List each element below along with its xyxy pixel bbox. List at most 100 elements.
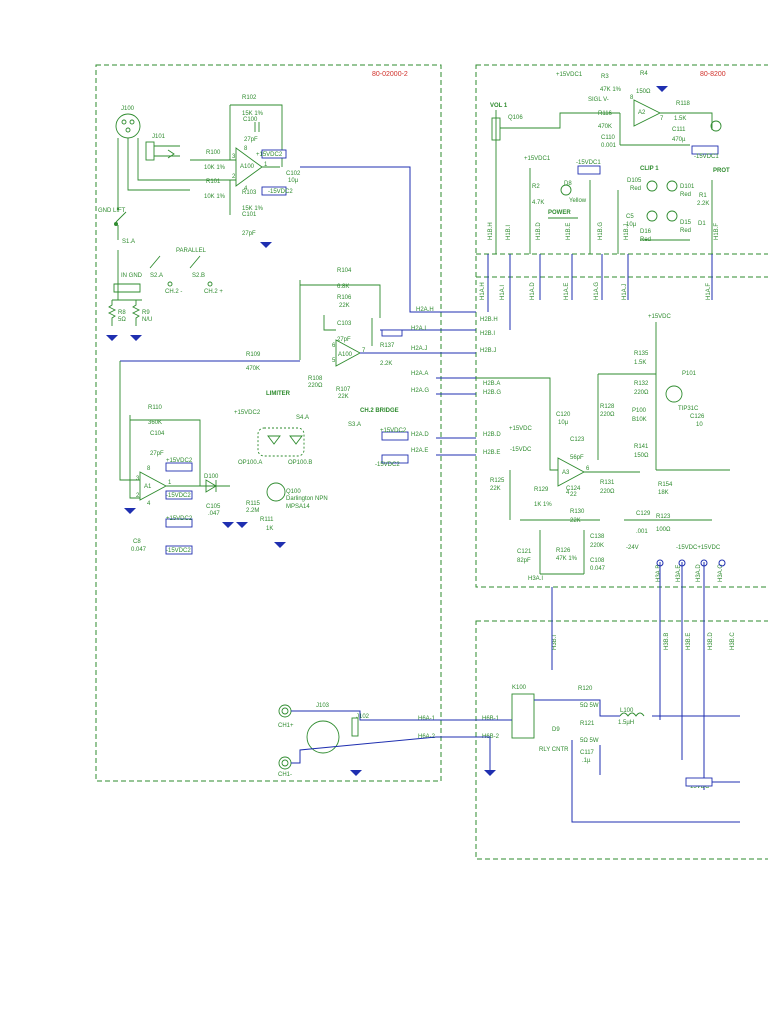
svg-text:H3B.C: H3B.C xyxy=(730,632,736,650)
resistor-r118: R118 1.5K xyxy=(674,101,691,122)
svg-text:5Ω: 5Ω xyxy=(118,317,126,323)
svg-text:R141: R141 xyxy=(634,444,649,450)
svg-text:R3: R3 xyxy=(601,74,609,80)
jack-j102: J102 xyxy=(351,714,370,737)
resistor-r107: R107 22K xyxy=(336,387,351,400)
supply-label: +15VDC xyxy=(648,314,672,320)
resistor-r154: R154 18K xyxy=(658,482,673,496)
cap-c126: C126 10 xyxy=(690,414,705,428)
svg-text:Darlington NPN: Darlington NPN xyxy=(286,496,328,502)
svg-text:A100: A100 xyxy=(240,164,255,170)
svg-text:220K: 220K xyxy=(590,543,604,549)
svg-text:H2A.E: H2A.E xyxy=(411,448,428,454)
cap-c101: C101 27pF xyxy=(242,212,257,237)
switch-s3a-label: S3.A xyxy=(348,422,361,428)
cap-c120: C120 10µ xyxy=(556,412,571,426)
svg-text:C101: C101 xyxy=(242,212,257,218)
resistor-r128: R128 220Ω xyxy=(600,404,615,418)
svg-text:H6A-2: H6A-2 xyxy=(418,734,436,740)
vol1-label: VOL 1 xyxy=(490,103,508,109)
svg-text:C8: C8 xyxy=(133,539,141,545)
svg-text:N/U: N/U xyxy=(142,317,152,323)
svg-text:R110: R110 xyxy=(148,405,163,411)
svg-text:1.5K: 1.5K xyxy=(634,360,646,366)
supply-label: -15VDC2 xyxy=(375,462,400,468)
resistor-r111: R111 1K xyxy=(260,517,274,532)
svg-text:H6B-1: H6B-1 xyxy=(482,716,500,722)
svg-text:R123: R123 xyxy=(656,514,671,520)
svg-text:0.047: 0.047 xyxy=(131,547,147,553)
svg-text:R1: R1 xyxy=(699,193,707,199)
svg-text:H1A.G: H1A.G xyxy=(594,282,600,300)
cap-c100: C100 27pF xyxy=(243,117,260,143)
board-left-boundary xyxy=(95,64,442,782)
cap-c104: C104 27pF xyxy=(150,431,165,457)
led-d101: D101 Red xyxy=(666,180,695,198)
svg-text:22K: 22K xyxy=(339,303,350,309)
optocoupler-op100: OP100.A OP100.B xyxy=(238,427,312,466)
supply-label: -15VDC xyxy=(688,784,710,790)
svg-text:27pF: 27pF xyxy=(244,137,258,143)
svg-text:C120: C120 xyxy=(556,412,571,418)
svg-text:H2A.J: H2A.J xyxy=(411,346,427,352)
led-d8: D8 Yellow POWER xyxy=(548,181,587,216)
in-gnd-label: IN GND xyxy=(121,273,143,279)
ch2-plus-label: CH.2 + xyxy=(204,289,223,295)
svg-text:220Ω: 220Ω xyxy=(634,390,649,396)
resistor-r9: R9 N/U xyxy=(131,300,152,326)
svg-text:H1B.H: H1B.H xyxy=(488,222,494,240)
svg-text:C104: C104 xyxy=(150,431,165,437)
svg-text:6.8K: 6.8K xyxy=(337,284,349,290)
cap-c123: C123 56pF xyxy=(570,437,585,461)
svg-text:D8: D8 xyxy=(564,181,572,187)
svg-text:.001: .001 xyxy=(636,529,648,535)
opamp-a2: A2 8 7 xyxy=(630,95,664,127)
svg-text:C103: C103 xyxy=(337,321,352,327)
svg-text:H2A.D: H2A.D xyxy=(411,432,429,438)
svg-text:H6A-1: H6A-1 xyxy=(418,716,436,722)
resistor-r8: R8 5Ω xyxy=(107,300,126,326)
svg-text:8: 8 xyxy=(147,466,151,472)
svg-text:2: 2 xyxy=(232,174,236,180)
svg-text:R129: R129 xyxy=(534,487,549,493)
svg-text:C100: C100 xyxy=(243,117,258,123)
svg-text:H2A.I: H2A.I xyxy=(411,326,426,332)
svg-text:R104: R104 xyxy=(337,268,352,274)
svg-text:R102: R102 xyxy=(242,95,257,101)
board-right-top-boundary xyxy=(475,64,768,588)
supply-label: +15VDC2 xyxy=(234,410,261,416)
svg-text:82pF: 82pF xyxy=(517,558,531,564)
svg-text:C111: C111 xyxy=(672,127,686,133)
resistor-r102: R102 15K 1% xyxy=(242,95,264,117)
speakon-j103: J103 xyxy=(306,703,340,754)
svg-text:27pF: 27pF xyxy=(242,231,256,237)
svg-text:R128: R128 xyxy=(600,404,615,410)
jack-j101: J101 xyxy=(145,134,180,161)
svg-text:OP100.B: OP100.B xyxy=(288,460,312,466)
svg-text:C108: C108 xyxy=(590,558,605,564)
svg-text:R154: R154 xyxy=(658,482,673,488)
limiter-label: LIMITER xyxy=(266,391,291,397)
svg-text:7: 7 xyxy=(362,348,366,354)
cap-c124: C124 22 xyxy=(566,486,581,498)
svg-text:1.5K: 1.5K xyxy=(674,116,686,122)
svg-text:2.2K: 2.2K xyxy=(380,361,392,367)
pot-p100: Q106 xyxy=(491,115,523,141)
ch2-minus-label: CH.2 - xyxy=(165,289,182,295)
svg-text:H1A.D: H1A.D xyxy=(530,282,536,300)
svg-text:H1B.J: H1B.J xyxy=(624,224,630,240)
svg-text:2: 2 xyxy=(136,493,140,499)
svg-text:R132: R132 xyxy=(634,381,649,387)
svg-text:6: 6 xyxy=(586,466,590,472)
svg-text:22K: 22K xyxy=(490,486,501,492)
resistor-r110: R110 360K xyxy=(148,405,163,426)
resistor-r101: R101 10K 1% xyxy=(204,179,226,200)
svg-text:.1µ: .1µ xyxy=(582,758,591,764)
svg-text:Red: Red xyxy=(680,228,691,234)
svg-text:J102: J102 xyxy=(356,714,370,720)
cap-c117: C117 .1µ xyxy=(580,750,595,764)
svg-text:H1A.I: H1A.I xyxy=(500,285,506,300)
svg-text:R8: R8 xyxy=(118,310,126,316)
svg-text:R106: R106 xyxy=(337,295,352,301)
svg-text:J103: J103 xyxy=(316,703,330,709)
